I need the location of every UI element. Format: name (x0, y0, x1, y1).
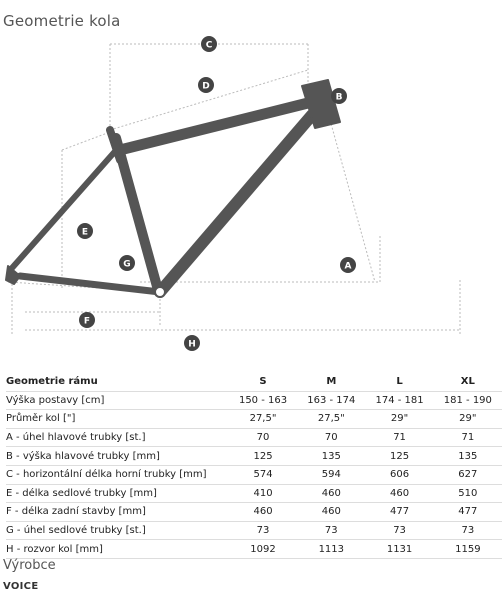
table-header-label: Geometrie rámu (6, 373, 229, 392)
marker-d: D (198, 77, 214, 93)
cell-value: 460 (365, 484, 434, 504)
marker-e: E (77, 223, 93, 239)
marker-f: F (79, 312, 95, 328)
bottom-bracket (154, 286, 166, 298)
cell-value: 73 (433, 521, 502, 541)
cell-value: 70 (297, 428, 366, 448)
svg-text:B: B (336, 93, 343, 103)
size-header-xl: XL (433, 373, 502, 392)
cell-value: 29" (365, 409, 434, 429)
cell-value: 477 (365, 502, 434, 522)
row-label: E - délka sedlové trubky [mm] (6, 484, 229, 504)
cell-value: 460 (228, 502, 298, 522)
page-title: Geometrie kola (3, 12, 121, 30)
manufacturer-heading: Výrobce (3, 558, 56, 573)
cell-value: 1131 (365, 539, 434, 559)
cell-value: 27,5" (228, 409, 298, 429)
row-label: H - rozvor kol [mm] (6, 539, 229, 559)
table-row: G - úhel sedlové trubky [st.] 73 73 73 7… (6, 521, 502, 541)
row-label: F - délka zadní stavby [mm] (6, 502, 229, 522)
cell-value: 150 - 163 (228, 391, 298, 411)
row-label: B - výška hlavové trubky [mm] (6, 446, 229, 466)
frame-geometry-diagram: C D B E G A F H (5, 36, 461, 351)
cell-value: 181 - 190 (433, 391, 502, 411)
cell-value: 73 (297, 521, 366, 541)
marker-b: B (331, 88, 347, 104)
manufacturer-link[interactable]: VOICE (3, 581, 39, 592)
marker-c: C (201, 36, 217, 52)
cell-value: 29" (433, 409, 502, 429)
table-row: C - horizontální délka horní trubky [mm]… (6, 465, 502, 485)
cell-value: 163 - 174 (297, 391, 366, 411)
row-label: Průměr kol ["] (6, 409, 229, 429)
dimension-lines (7, 43, 461, 335)
bike-frame (5, 79, 341, 298)
cell-value: 125 (365, 446, 434, 466)
svg-text:D: D (202, 82, 209, 92)
svg-text:F: F (84, 317, 90, 327)
cell-value: 73 (228, 521, 298, 541)
row-label: C - horizontální délka horní trubky [mm] (6, 465, 229, 485)
table-row: E - délka sedlové trubky [mm] 410 460 46… (6, 484, 502, 504)
table-header-row: Geometrie rámu S M L XL (6, 373, 502, 392)
svg-text:G: G (123, 260, 130, 270)
svg-text:C: C (206, 41, 213, 51)
cell-value: 135 (297, 446, 366, 466)
geometry-table: Geometrie rámu S M L XL Výška postavy [c… (6, 373, 502, 559)
svg-text:E: E (82, 228, 88, 238)
cell-value: 510 (433, 484, 502, 504)
cell-value: 70 (228, 428, 298, 448)
cell-value: 73 (365, 521, 434, 541)
table-row: B - výška hlavové trubky [mm] 125 135 12… (6, 446, 502, 466)
marker-a: A (340, 257, 356, 273)
size-header-s: S (228, 373, 298, 392)
svg-text:A: A (345, 262, 352, 272)
cell-value: 135 (433, 446, 502, 466)
row-label: A - úhel hlavové trubky [st.] (6, 428, 229, 448)
cell-value: 1092 (228, 539, 298, 559)
marker-g: G (119, 255, 135, 271)
cell-value: 1159 (433, 539, 502, 559)
cell-value: 71 (365, 428, 434, 448)
cell-value: 410 (228, 484, 298, 504)
cell-value: 71 (433, 428, 502, 448)
svg-text:H: H (188, 340, 196, 350)
cell-value: 460 (297, 484, 366, 504)
cell-value: 594 (297, 465, 366, 485)
cell-value: 477 (433, 502, 502, 522)
cell-value: 125 (228, 446, 298, 466)
row-label: Výška postavy [cm] (6, 391, 229, 411)
table-row: A - úhel hlavové trubky [st.] 70 70 71 7… (6, 428, 502, 448)
cell-value: 606 (365, 465, 434, 485)
size-header-m: M (297, 373, 366, 392)
cell-value: 574 (228, 465, 298, 485)
cell-value: 460 (297, 502, 366, 522)
table-row: Výška postavy [cm] 150 - 163 163 - 174 1… (6, 391, 502, 411)
size-header-l: L (365, 373, 434, 392)
cell-value: 174 - 181 (365, 391, 434, 411)
table-row: Průměr kol ["] 27,5" 27,5" 29" 29" (6, 409, 502, 429)
cell-value: 27,5" (297, 409, 366, 429)
table-row: H - rozvor kol [mm] 1092 1113 1131 1159 (6, 539, 502, 559)
table-row: F - délka zadní stavby [mm] 460 460 477 … (6, 502, 502, 522)
cell-value: 627 (433, 465, 502, 485)
marker-h: H (184, 335, 200, 351)
row-label: G - úhel sedlové trubky [st.] (6, 521, 229, 541)
cell-value: 1113 (297, 539, 366, 559)
